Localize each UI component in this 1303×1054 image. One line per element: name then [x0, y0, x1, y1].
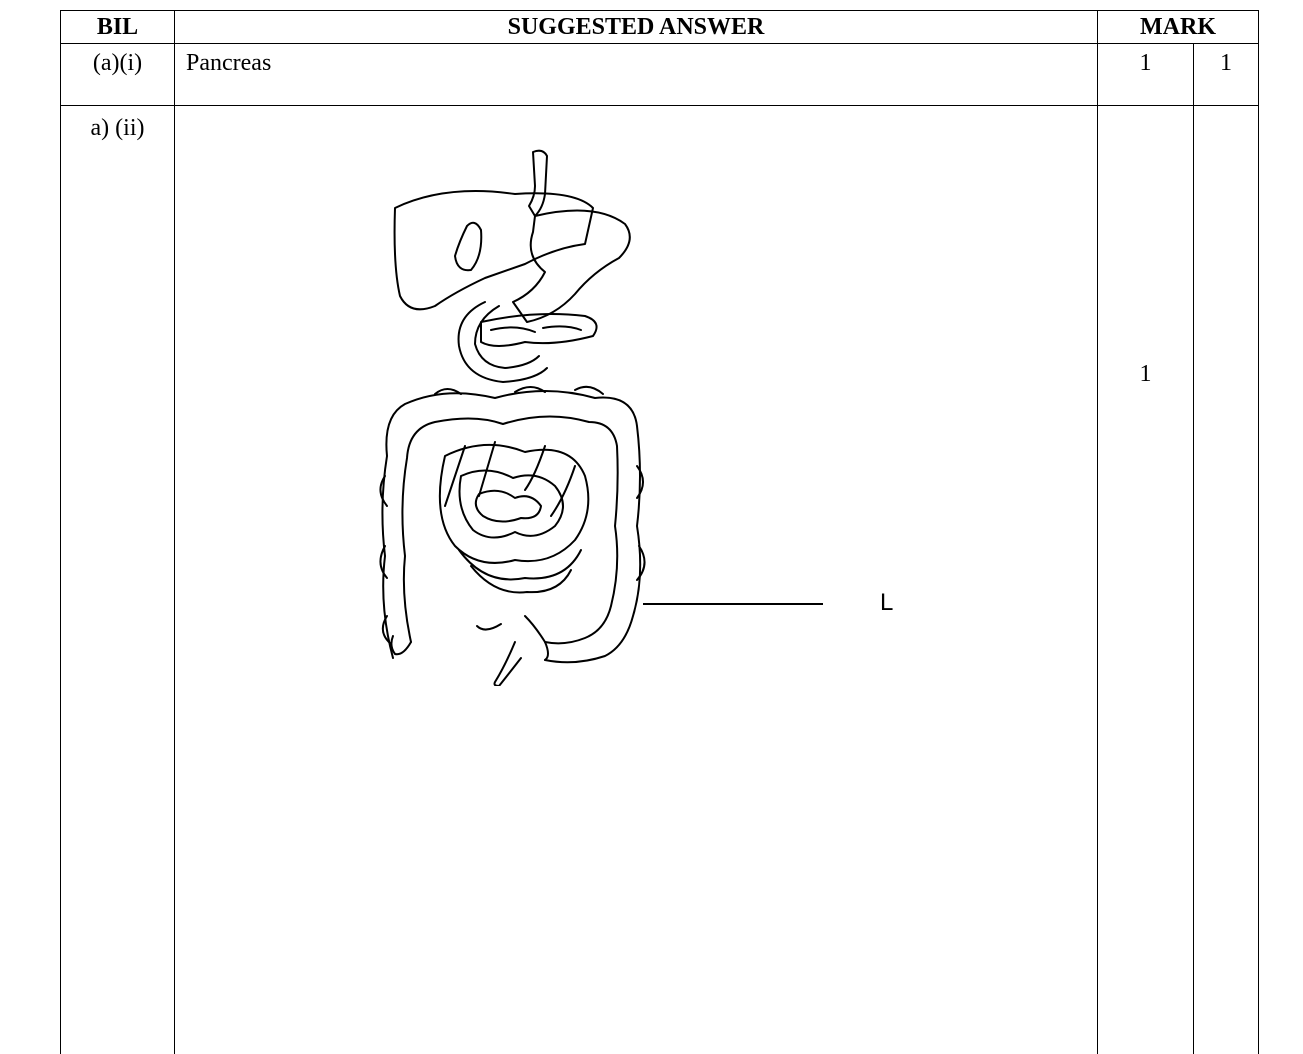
header-bil: BIL: [61, 11, 175, 44]
bil-cell: a) (ii): [61, 106, 175, 1054]
total-mark-cell: [1194, 106, 1259, 1054]
bil-cell: (a)(i): [61, 44, 175, 106]
total-mark-cell: 1: [1194, 44, 1259, 106]
marking-scheme-page: BIL SUGGESTED ANSWER MARK (a)(i) Pancrea…: [0, 0, 1303, 796]
mark-cell: 1: [1098, 44, 1194, 106]
label-leader-line: [643, 603, 823, 605]
mark-cell: 1: [1098, 106, 1194, 1054]
table-row: a) (ii): [61, 106, 1259, 1054]
answer-cell: Pancreas: [175, 44, 1098, 106]
marking-scheme-table: BIL SUGGESTED ANSWER MARK (a)(i) Pancrea…: [60, 10, 1259, 1054]
header-suggested-answer: SUGGESTED ANSWER: [175, 11, 1098, 44]
table-row: (a)(i) Pancreas 1 1: [61, 44, 1259, 106]
diagram-label-L: L: [880, 589, 893, 617]
answer-diagram-cell: L: [175, 106, 1098, 1054]
header-row: BIL SUGGESTED ANSWER MARK: [61, 11, 1259, 44]
header-mark: MARK: [1098, 11, 1259, 44]
digestive-system-diagram-icon: [375, 146, 675, 686]
